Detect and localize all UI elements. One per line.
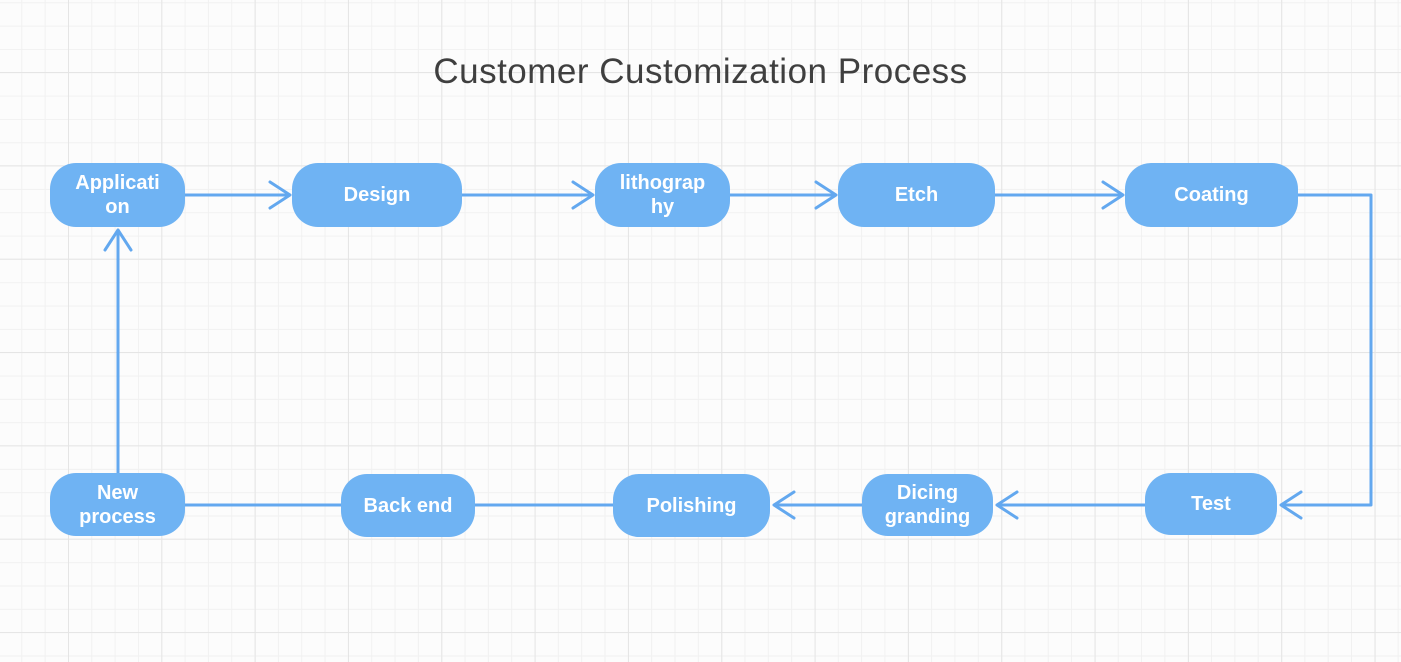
edge-coating-test [1279,193,1373,520]
edge-dicing-polishing [772,490,864,520]
node-new-process[interactable]: New process [50,473,185,536]
node-back-end[interactable]: Back end [341,474,475,537]
edge-newprocess-application [103,228,133,475]
node-application[interactable]: Applicati on [50,163,185,227]
edge-test-dicing [995,490,1147,520]
node-coating[interactable]: Coating [1125,163,1298,227]
node-design[interactable]: Design [292,163,462,227]
node-test[interactable]: Test [1145,473,1277,535]
edge-application-design [183,180,292,210]
edge-design-lithography [460,180,595,210]
node-etch[interactable]: Etch [838,163,995,227]
diagram-title: Customer Customization Process [433,52,968,91]
edge-lithography-etch [728,180,838,210]
edge-etch-coating [993,180,1125,210]
node-dicing-granding[interactable]: Dicing granding [862,474,993,536]
node-lithography[interactable]: lithograp hy [595,163,730,227]
node-polishing[interactable]: Polishing [613,474,770,537]
